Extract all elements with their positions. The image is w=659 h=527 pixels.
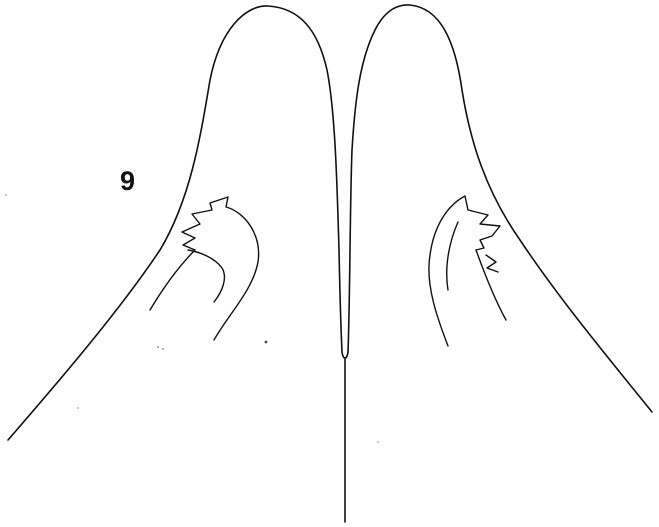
right-hook-structure [429,196,506,346]
left-hook-inner-stalk [150,250,195,310]
right-hook-notch [486,255,498,272]
right-hook-stalk [476,250,506,320]
left-hook-serrated-tip [182,197,259,340]
right-lobe-outline [348,5,652,412]
left-lobe-outline [8,6,348,440]
scan-specks [5,194,378,442]
left-hook-structure [150,197,259,340]
right-hook-inner-curve [447,222,458,290]
figure-number-label: 9 [120,168,135,195]
left-hook-inner-curve [188,250,224,302]
right-hook-outer-curve [429,196,500,346]
